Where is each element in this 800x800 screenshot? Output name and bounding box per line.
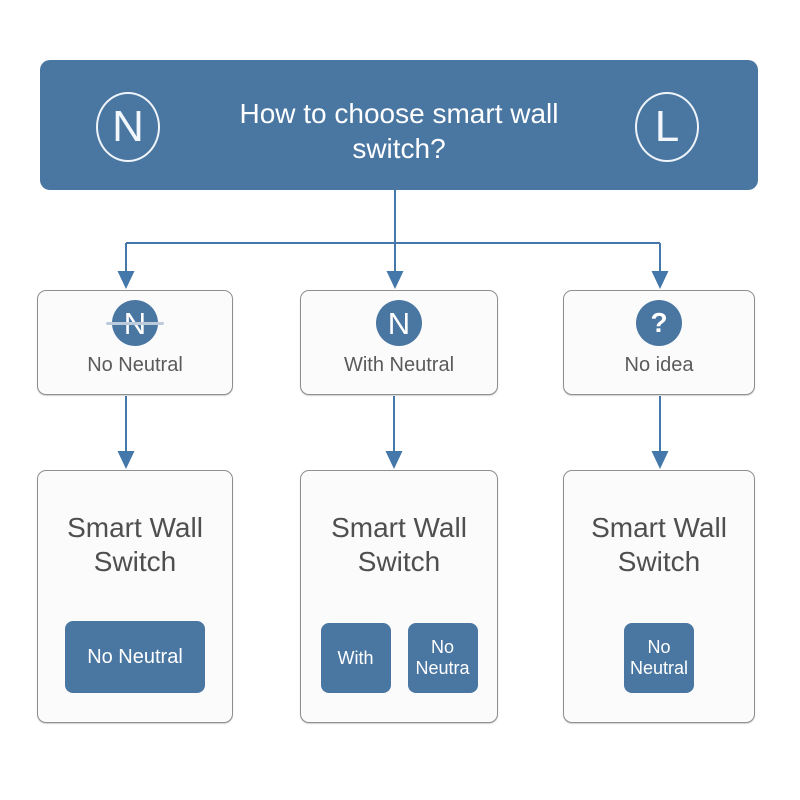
arrowhead-left-2 <box>117 451 135 469</box>
branch-card-no-idea: ? No idea <box>563 290 755 395</box>
product-card-no-idea: Smart Wall Switch No Neutral <box>563 470 755 723</box>
arrowhead-center-2 <box>385 451 403 469</box>
product-title: Smart Wall Switch <box>331 512 467 577</box>
branch-label: No idea <box>624 354 694 376</box>
page-title-line1: How to choose smart wall <box>239 98 559 129</box>
variant-button-row: No Neutral <box>38 621 232 693</box>
with-neutral-icon: N <box>376 300 422 346</box>
strike-line-icon <box>106 322 164 325</box>
neutral-badge-letter: N <box>112 102 144 151</box>
page-title: How to choose smart wall switch? <box>180 96 618 166</box>
variant-button-no-neutra: No Neutra <box>407 623 478 693</box>
arrowhead-center-1 <box>386 271 404 289</box>
variant-button-no-neutral: No Neutral <box>65 621 205 693</box>
product-title: Smart Wall Switch <box>67 512 203 577</box>
arrowhead-left-1 <box>117 271 135 289</box>
header-banner: N How to choose smart wall switch? L <box>40 60 758 190</box>
neutral-n-icon: N <box>96 92 160 162</box>
branch-card-no-neutral: N No Neutral <box>37 290 233 395</box>
no-neutral-icon: N <box>106 300 164 346</box>
arrowhead-right-1 <box>651 271 669 289</box>
product-title: Smart Wall Switch <box>591 512 727 577</box>
variant-button-no-neutral: No Neutral <box>624 623 694 693</box>
variant-button-row: No Neutral <box>564 623 754 693</box>
with-neutral-icon-letter: N <box>376 300 422 346</box>
live-l-icon: L <box>635 92 699 162</box>
live-badge-letter: L <box>654 102 680 151</box>
product-card-no-neutral: Smart Wall Switch No Neutral <box>37 470 233 723</box>
product-card-with-neutral: Smart Wall Switch With No Neutra <box>300 470 498 723</box>
variant-button-row: With No Neutra <box>301 623 497 693</box>
branch-label: With Neutral <box>343 354 455 376</box>
question-icon: ? <box>636 300 682 346</box>
arrowhead-right-2 <box>651 451 669 469</box>
variant-button-with: With <box>320 623 391 693</box>
branch-label: No Neutral <box>87 354 183 376</box>
question-icon-glyph: ? <box>636 300 682 346</box>
branch-card-with-neutral: N With Neutral <box>300 290 498 395</box>
page-title-line2: switch? <box>352 133 446 164</box>
